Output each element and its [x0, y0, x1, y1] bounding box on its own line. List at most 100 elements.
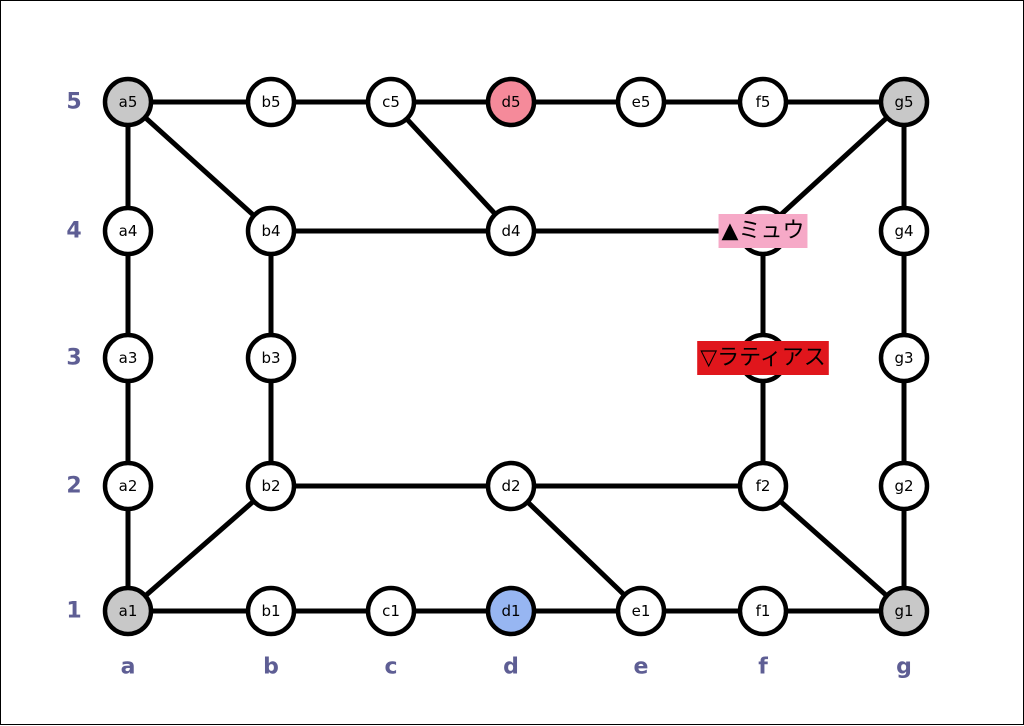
node-label: a4 [119, 222, 138, 240]
row-label-2: 2 [66, 474, 81, 499]
node-label: a1 [119, 602, 138, 620]
node-b4[interactable]: b4 [245, 205, 297, 257]
node-circle [485, 205, 537, 257]
node-label: b3 [261, 349, 280, 367]
node-label: b5 [261, 93, 280, 111]
column-label-d: d [503, 655, 519, 680]
node-a1[interactable]: a1 [102, 585, 154, 637]
node-circle [737, 460, 789, 512]
node-circle [102, 460, 154, 512]
node-b2[interactable]: b2 [245, 460, 297, 512]
row-label-3: 3 [66, 346, 81, 371]
node-label: g5 [894, 93, 913, 111]
node-circle [245, 205, 297, 257]
node-a5[interactable]: a5 [102, 76, 154, 128]
node-label: d1 [501, 602, 520, 620]
node-label: f1 [756, 602, 771, 620]
row-label-1: 1 [66, 599, 81, 624]
piece-label: ▲ミュウ [722, 219, 805, 244]
node-f2[interactable]: f2 [737, 460, 789, 512]
node-circle [365, 585, 417, 637]
node-circle [102, 585, 154, 637]
node-label: a2 [119, 477, 138, 495]
node-label: g3 [894, 349, 913, 367]
node-label: g2 [894, 477, 913, 495]
node-circle [615, 76, 667, 128]
node-circle [102, 76, 154, 128]
node-circle [485, 585, 537, 637]
node-b3[interactable]: b3 [245, 332, 297, 384]
node-d4[interactable]: d4 [485, 205, 537, 257]
node-label: b4 [261, 222, 280, 240]
row-label-4: 4 [66, 219, 81, 244]
node-c1[interactable]: c1 [365, 585, 417, 637]
node-e5[interactable]: e5 [615, 76, 667, 128]
node-circle [245, 585, 297, 637]
node-circle [102, 332, 154, 384]
node-d1[interactable]: d1 [485, 585, 537, 637]
node-circle [245, 460, 297, 512]
node-e1[interactable]: e1 [615, 585, 667, 637]
node-label: e5 [632, 93, 651, 111]
node-g3[interactable]: g3 [878, 332, 930, 384]
node-label: f2 [756, 477, 771, 495]
node-f5[interactable]: f5 [737, 76, 789, 128]
node-label: d5 [501, 93, 520, 111]
node-b1[interactable]: b1 [245, 585, 297, 637]
node-label: b2 [261, 477, 280, 495]
node-circle [245, 332, 297, 384]
node-label: a5 [119, 93, 138, 111]
node-circle [878, 585, 930, 637]
node-label: c1 [382, 602, 400, 620]
node-circle [485, 76, 537, 128]
node-a3[interactable]: a3 [102, 332, 154, 384]
column-label-b: b [263, 655, 279, 680]
node-label: c5 [382, 93, 400, 111]
node-circle [737, 76, 789, 128]
node-circle [878, 332, 930, 384]
column-label-e: e [634, 655, 649, 680]
piece-f3[interactable]: ▽ラティアス [697, 341, 829, 375]
piece-f4[interactable]: ▲ミュウ [718, 214, 808, 248]
node-g2[interactable]: g2 [878, 460, 930, 512]
edge-g5-f4 [760, 99, 907, 234]
edge-c5-d4 [388, 99, 514, 234]
pieces-layer: ▲ミュウ ▽ラティアス [697, 214, 829, 375]
node-g5[interactable]: g5 [878, 76, 930, 128]
edge-a5-b4 [125, 99, 274, 234]
node-label: d2 [501, 477, 520, 495]
node-g1[interactable]: g1 [878, 585, 930, 637]
node-f1[interactable]: f1 [737, 585, 789, 637]
node-label: d4 [501, 222, 520, 240]
node-a4[interactable]: a4 [102, 205, 154, 257]
edge-a1-b2 [125, 483, 274, 614]
node-label: g4 [894, 222, 913, 240]
edge-d2-e1 [508, 483, 644, 614]
node-circle [615, 585, 667, 637]
node-label: g1 [894, 602, 913, 620]
piece-label: ▽ラティアス [700, 346, 826, 371]
column-label-a: a [121, 655, 136, 680]
column-label-f: f [758, 655, 768, 680]
node-label: a3 [119, 349, 138, 367]
node-d5[interactable]: d5 [485, 76, 537, 128]
node-label: f5 [756, 93, 771, 111]
node-circle [737, 585, 789, 637]
row-label-5: 5 [66, 90, 81, 115]
node-c5[interactable]: c5 [365, 76, 417, 128]
piece-tag-background [718, 214, 808, 248]
node-label: e1 [632, 602, 651, 620]
node-a2[interactable]: a2 [102, 460, 154, 512]
node-circle [878, 460, 930, 512]
node-label: b1 [261, 602, 280, 620]
node-circle [102, 205, 154, 257]
node-circle [878, 205, 930, 257]
node-d2[interactable]: d2 [485, 460, 537, 512]
node-g4[interactable]: g4 [878, 205, 930, 257]
node-circle [485, 460, 537, 512]
column-label-g: g [896, 655, 912, 680]
node-b5[interactable]: b5 [245, 76, 297, 128]
node-circle [245, 76, 297, 128]
